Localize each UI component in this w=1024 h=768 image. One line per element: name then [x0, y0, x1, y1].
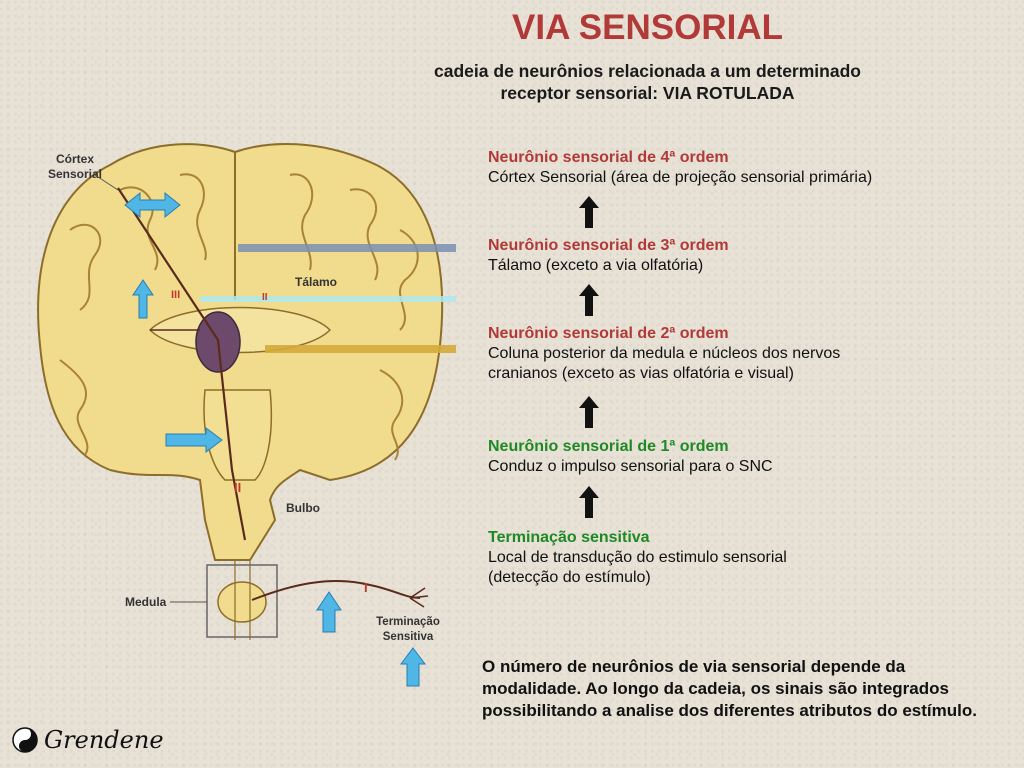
label-cortex: Córtex [56, 152, 94, 166]
label-sensorial: Sensorial [48, 167, 102, 181]
step-head: Neurônio sensorial de 4ª ordem [488, 149, 729, 166]
subtitle: cadeia de neurônios relacionada a um det… [360, 60, 935, 104]
label-sensitiva: Sensitiva [383, 631, 434, 643]
step-2nd-order: Neurônio sensorial de 2ª ordem Coluna po… [488, 324, 978, 384]
up-arrow-terminacao-icon [400, 647, 426, 687]
step-desc: Coluna posterior da medula e núcleos dos… [488, 345, 841, 362]
bar-3rd-order [200, 296, 456, 302]
step-desc: Local de transdução do estimulo sensoria… [488, 549, 787, 566]
yin-yang-icon [12, 727, 38, 753]
step-desc: Córtex Sensorial (área de projeção senso… [488, 169, 873, 186]
brain-illustration [37, 142, 444, 640]
step-terminacao: Terminação sensitiva Local de transdução… [488, 528, 978, 588]
right-arrow-icon [165, 427, 223, 453]
page-title: VIA SENSORIAL [512, 8, 783, 47]
roman-II: II [234, 480, 241, 495]
logo-text: Grendene [44, 726, 164, 754]
step-desc-2: cranianos (exceto as vias olfatória e vi… [488, 365, 794, 382]
step-head: Terminação sensitiva [488, 529, 650, 546]
label-bulbo: Bulbo [286, 501, 320, 515]
up-arrow-icon [579, 486, 599, 518]
label-medula: Medula [125, 595, 167, 609]
step-desc: Conduz o impulso sensorial para o SNC [488, 458, 773, 475]
step-desc: Tálamo (exceto a via olfatória) [488, 257, 704, 274]
up-arrow-medula-icon [316, 591, 342, 633]
step-3rd-order: Neurônio sensorial de 3ª ordem Tálamo (e… [488, 236, 978, 276]
roman-III: III [171, 289, 180, 301]
up-arrow-icon [132, 279, 154, 319]
step-head: Neurônio sensorial de 2ª ordem [488, 325, 729, 342]
step-head: Neurônio sensorial de 3ª ordem [488, 237, 729, 254]
subtitle-line-2: receptor sensorial: VIA ROTULADA [500, 83, 795, 103]
brain-diagram: Córtex Sensorial Tálamo Bulbo Medula Ter… [37, 142, 456, 687]
roman-II-thalamus: II [262, 292, 268, 303]
bar-4th-order [238, 244, 456, 252]
up-arrow-icon [579, 396, 599, 428]
subtitle-line-1: cadeia de neurônios relacionada a um det… [434, 61, 861, 81]
roman-I: I [364, 580, 368, 595]
step-1st-order: Neurônio sensorial de 1ª ordem Conduz o … [488, 437, 978, 477]
double-arrow-icon [124, 191, 181, 219]
brand-logo: Grendene [12, 726, 164, 754]
up-arrow-icon [579, 284, 599, 316]
label-terminacao: Terminação [376, 616, 440, 628]
bar-2nd-order [265, 345, 456, 353]
step-4th-order: Neurônio sensorial de 4ª ordem Córtex Se… [488, 148, 978, 188]
step-head: Neurônio sensorial de 1ª ordem [488, 438, 729, 455]
step-desc-2: (detecção do estímulo) [488, 569, 651, 586]
up-arrow-icon [579, 196, 599, 228]
label-talamo: Tálamo [295, 275, 337, 289]
summary-note: O número de neurônios de via sensorial d… [482, 657, 977, 720]
